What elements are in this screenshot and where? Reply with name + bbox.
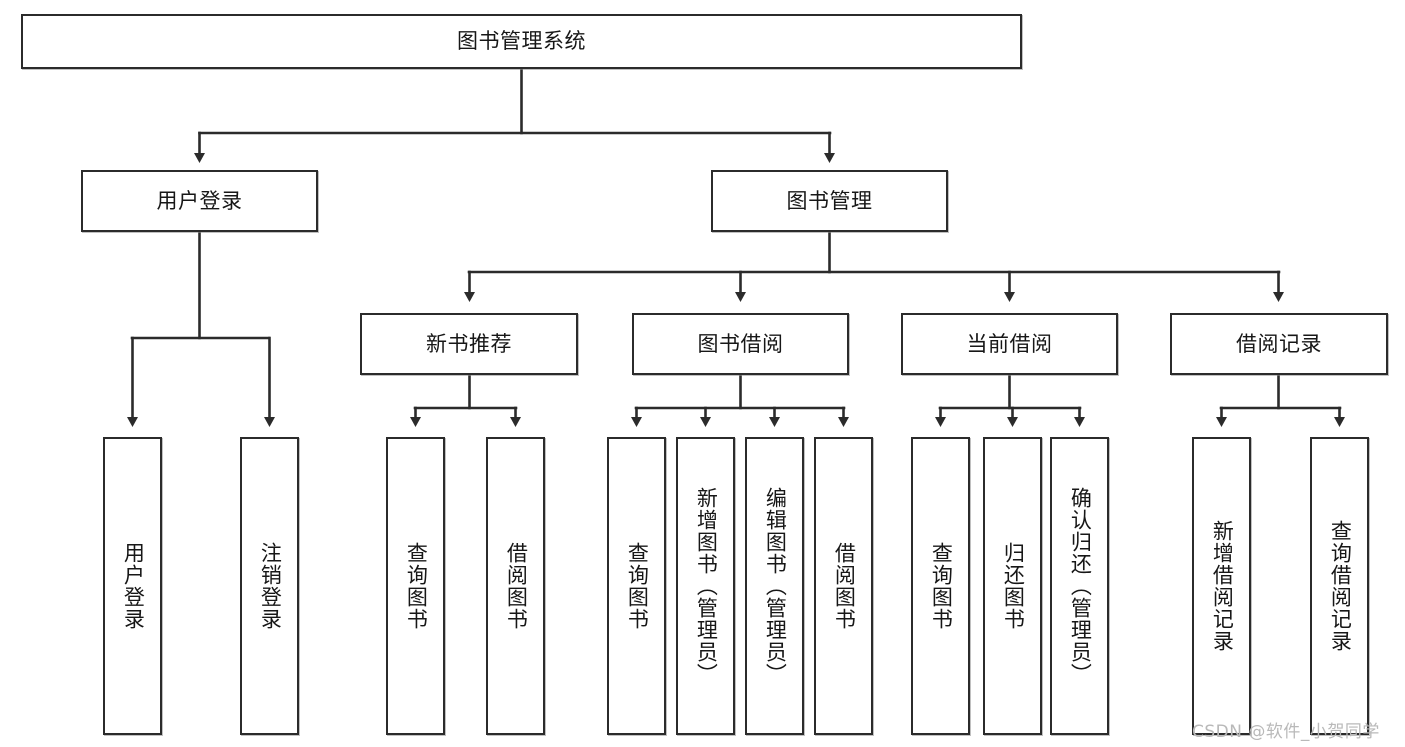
- node-label: 查询图书: [404, 542, 429, 630]
- node-label: 用户登录: [156, 188, 243, 213]
- borrowbook-to-leaf-connectors: [631, 373, 849, 427]
- leaf-add-book-admin[interactable]: 新增图书（管理员）: [676, 437, 735, 735]
- node-label: 新书推荐: [426, 331, 512, 356]
- node-label: 借阅记录: [1236, 331, 1322, 356]
- borrowrecord-to-leaf-connectors: [1216, 373, 1345, 427]
- newbook-to-leaf-connectors: [410, 373, 521, 427]
- node-label: 用户登录: [121, 542, 146, 630]
- node-label: 查询借阅记录: [1328, 520, 1353, 652]
- leaf-user-logout[interactable]: 注销登录: [240, 437, 299, 735]
- node-book-management[interactable]: 图书管理: [711, 170, 948, 232]
- node-label: 归还图书: [1001, 542, 1026, 630]
- csdn-watermark: CSDN @软件_小贺同学: [1192, 722, 1380, 742]
- node-label: 新增图书（管理员）: [694, 487, 719, 685]
- node-user-login[interactable]: 用户登录: [81, 170, 318, 232]
- node-label: 编辑图书（管理员）: [763, 487, 788, 685]
- leaf-user-login[interactable]: 用户登录: [103, 437, 162, 735]
- leaf-query-book-borrow[interactable]: 查询图书: [607, 437, 666, 735]
- leaf-add-borrow-record[interactable]: 新增借阅记录: [1192, 437, 1251, 735]
- leaf-borrow-book[interactable]: 借阅图书: [814, 437, 873, 735]
- leaf-query-borrow-record[interactable]: 查询借阅记录: [1310, 437, 1369, 735]
- leaf-query-book-current[interactable]: 查询图书: [911, 437, 970, 735]
- node-borrow-record[interactable]: 借阅记录: [1170, 313, 1388, 375]
- node-label: 借阅图书: [504, 542, 529, 630]
- node-label: 图书借阅: [697, 331, 784, 356]
- node-root-system[interactable]: 图书管理系统: [21, 14, 1022, 69]
- currentborrow-to-leaf-connectors: [935, 373, 1085, 427]
- node-label: 查询图书: [625, 542, 650, 630]
- leaf-query-book-newbook[interactable]: 查询图书: [386, 437, 445, 735]
- node-label: 图书管理系统: [457, 29, 586, 54]
- node-new-book-recommend[interactable]: 新书推荐: [360, 313, 578, 375]
- node-label: 确认归还（管理员）: [1068, 487, 1093, 685]
- node-label: 借阅图书: [832, 542, 857, 630]
- leaf-return-book[interactable]: 归还图书: [983, 437, 1042, 735]
- node-label: 查询图书: [929, 542, 954, 630]
- level2-booksmgmt-to-level3-connectors: [464, 230, 1284, 302]
- leaf-confirm-return-admin[interactable]: 确认归还（管理员）: [1050, 437, 1109, 735]
- node-label: 当前借阅: [966, 331, 1053, 356]
- node-book-borrow[interactable]: 图书借阅: [632, 313, 849, 375]
- node-current-borrow[interactable]: 当前借阅: [901, 313, 1118, 375]
- userlogin-to-leaf-connectors: [127, 230, 275, 427]
- root-to-level2-connectors: [194, 67, 835, 163]
- node-label: 新增借阅记录: [1210, 520, 1235, 652]
- node-label: 注销登录: [258, 542, 283, 630]
- leaf-edit-book-admin[interactable]: 编辑图书（管理员）: [745, 437, 804, 735]
- node-label: 图书管理: [786, 188, 873, 213]
- leaf-borrow-book-newbook[interactable]: 借阅图书: [486, 437, 545, 735]
